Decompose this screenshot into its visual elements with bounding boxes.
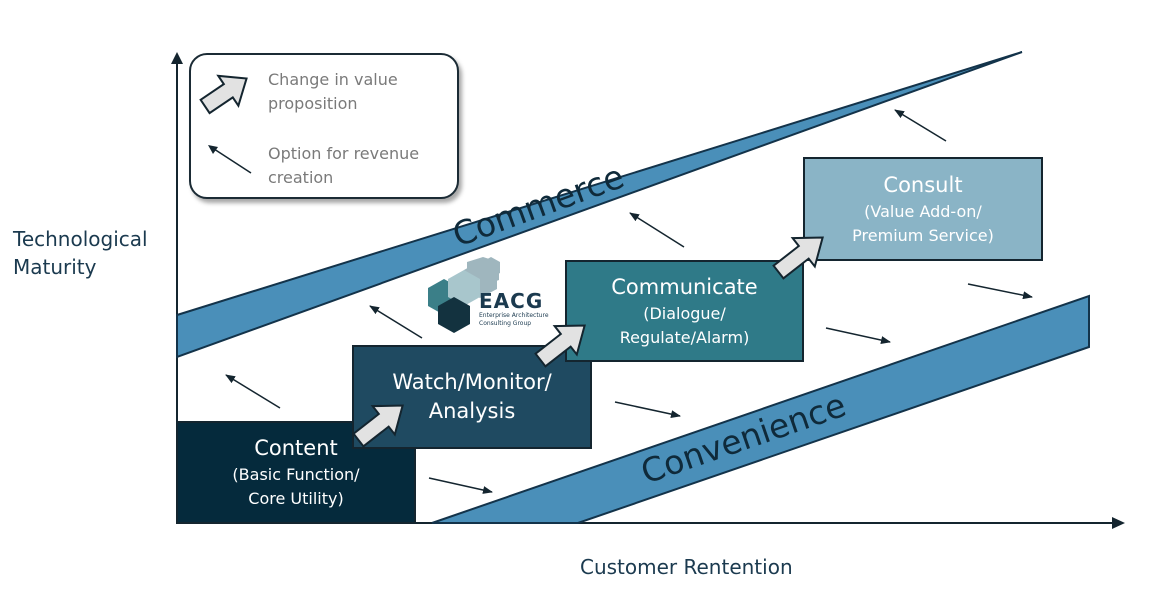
- revenue-arrow-3: [629, 212, 685, 248]
- eacg-logo-tagline-1: Enterprise Architecture: [479, 312, 549, 319]
- eacg-logo-name: EACG: [479, 289, 544, 313]
- commerce-band: [176, 51, 1023, 359]
- x-axis-label: Customer Rentention: [580, 555, 793, 579]
- stage-consult: Consult (Value Add-on/ Premium Service): [804, 158, 1042, 260]
- revenue-arrow-1: [225, 374, 281, 409]
- stage-communicate-title: Communicate: [611, 274, 758, 299]
- stage-communicate-sub1: (Dialogue/: [643, 303, 726, 323]
- stage-content-sub1: (Basic Function/: [232, 465, 360, 484]
- stage-content: Content (Basic Function/ Core Utility): [177, 422, 415, 523]
- revenue-arrow-7: [825, 327, 891, 344]
- stage-content-title: Content: [254, 436, 338, 460]
- revenue-arrow-6: [614, 401, 681, 419]
- x-axis-arrowhead: [1112, 517, 1125, 529]
- value-arrow-2: [534, 324, 586, 368]
- legend-item-revenue-option: Option for revenue creation: [268, 144, 420, 187]
- stage-watch: Watch/Monitor/ Analysis: [353, 346, 591, 448]
- commerce-label: Commerce: [447, 157, 629, 255]
- stage-consult-sub1: (Value Add-on/: [864, 201, 982, 221]
- y-axis-label: Technological Maturity: [13, 225, 148, 281]
- revenue-arrow-4: [894, 109, 947, 142]
- revenue-arrow-5: [428, 477, 493, 494]
- stage-consult-sub2: Premium Service): [852, 225, 994, 245]
- eacg-logo: EACG Enterprise Architecture Consulting …: [479, 290, 549, 328]
- revenue-option-arrow-icon: [208, 145, 252, 174]
- convenience-band: [431, 294, 1090, 524]
- y-axis-label-line2: Maturity: [13, 255, 97, 279]
- eacg-logo-hexagons: [428, 257, 500, 333]
- eacg-logo-tagline-2: Consulting Group: [479, 320, 532, 327]
- revenue-arrow-8: [967, 283, 1033, 300]
- revenue-arrow-2: [369, 305, 423, 339]
- stage-communicate: Communicate (Dialogue/ Regulate/Alarm): [566, 261, 803, 361]
- consult-box-bg: [803, 157, 1043, 261]
- value-arrow-1: [352, 404, 404, 448]
- y-axis-label-line1: Technological: [13, 227, 148, 251]
- stage-watch-title: Watch/Monitor/: [392, 370, 552, 394]
- y-axis-arrowhead: [171, 52, 183, 64]
- value-arrow-3: [772, 236, 824, 280]
- stage-communicate-sub2: Regulate/Alarm): [619, 327, 750, 347]
- stage-content-sub2: Core Utility): [248, 489, 344, 508]
- stage-consult-title: Consult: [883, 172, 963, 197]
- legend-box: Change in value proposition Option for r…: [189, 53, 459, 199]
- value-proposition-arrow-icon: [199, 74, 248, 115]
- communicate-box-bg: [565, 260, 804, 362]
- stage-watch-sub1: Analysis: [428, 399, 516, 423]
- legend-item-value-proposition: Change in value proposition: [268, 70, 398, 113]
